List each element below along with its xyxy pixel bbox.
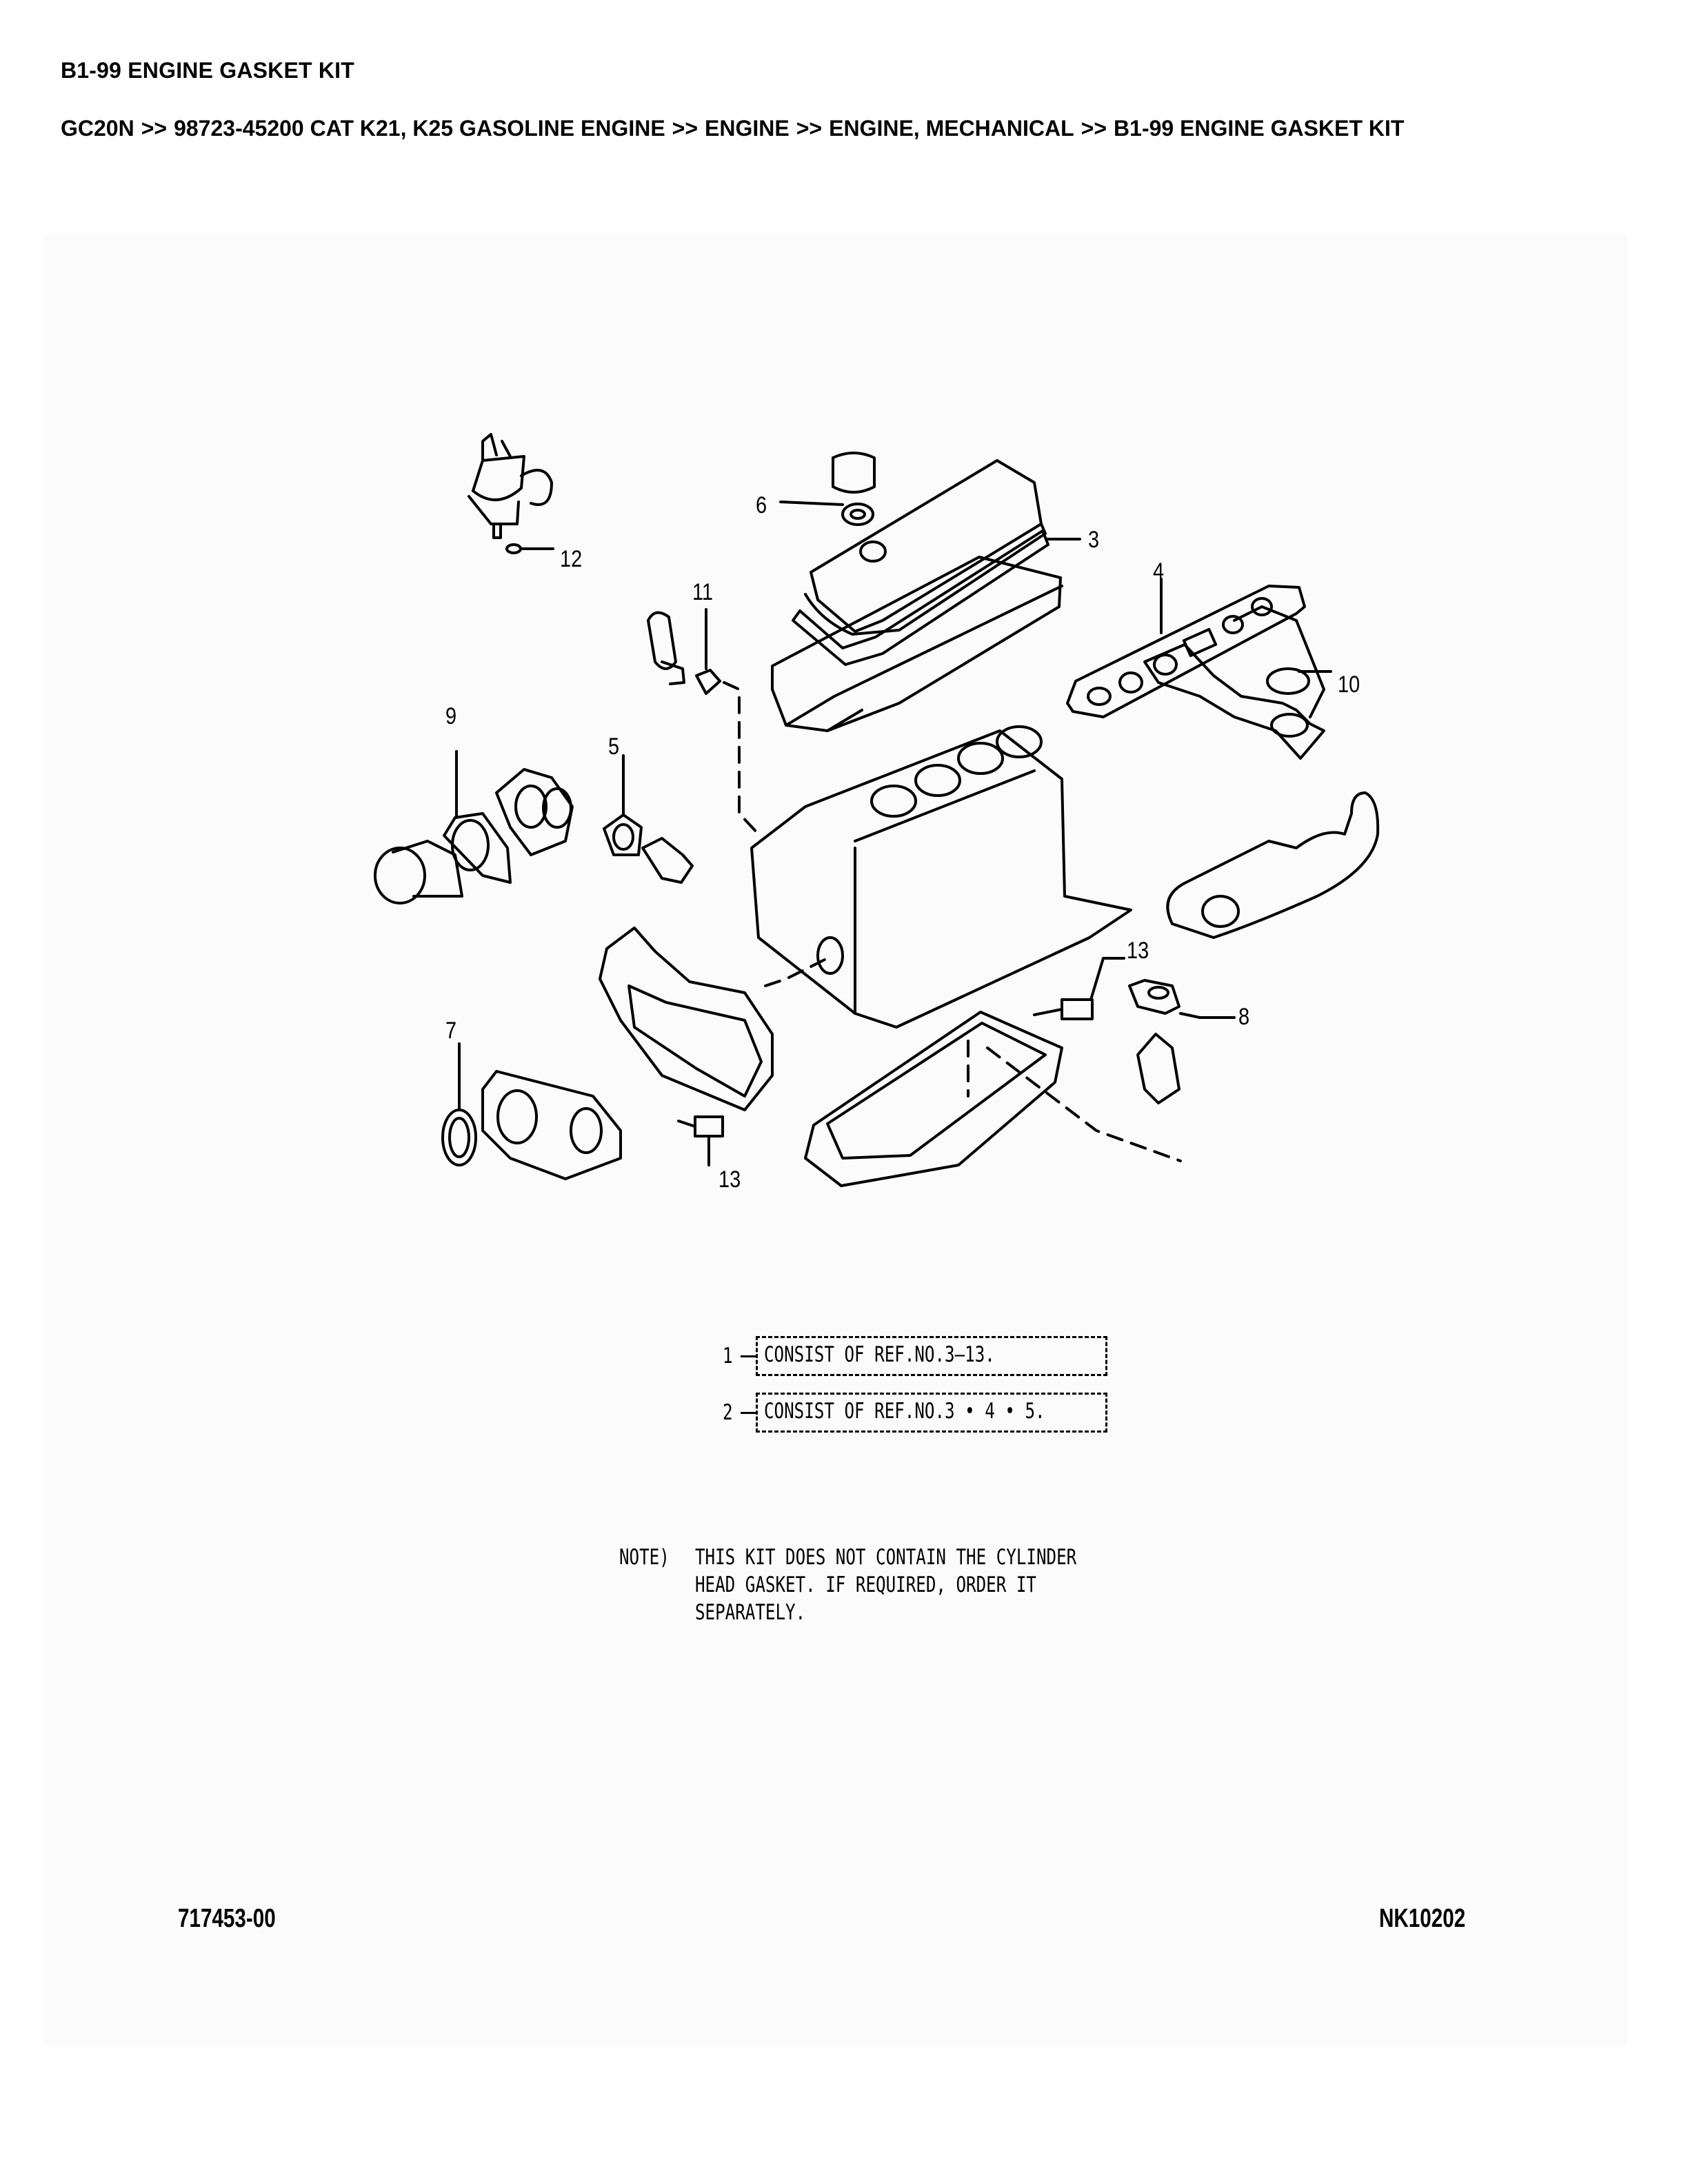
breadcrumb-separator: >> [796, 116, 823, 141]
leader-line [741, 1355, 756, 1357]
callout-ref-13[interactable]: 13 [1127, 938, 1149, 964]
breadcrumb-item-engine-mechanical[interactable]: ENGINE, MECHANICAL [829, 116, 1074, 141]
timing-cover [599, 927, 829, 1111]
exhaust-pipe [1166, 791, 1380, 939]
front-seal [441, 1042, 477, 1166]
kit-ref-2-text: CONSIST OF REF.NO.3 • 4 • 5. [764, 1399, 1045, 1424]
callout-ref-5[interactable]: 5 [608, 734, 620, 760]
kit-ref-1-text: CONSIST OF REF.NO.3—13. [764, 1342, 995, 1367]
breadcrumb-item-current: B1-99 ENGINE GASKET KIT [1114, 116, 1405, 141]
callout-ref-9[interactable]: 9 [445, 703, 457, 729]
breadcrumb-item-model[interactable]: GC20N [61, 116, 134, 141]
oil-pan [804, 1011, 1182, 1187]
note-line-3: SEPARATELY. [695, 1600, 806, 1625]
oil-pump-housing [481, 1070, 622, 1180]
callout-ref-8[interactable]: 8 [1238, 1004, 1250, 1030]
distributor-part [468, 433, 554, 554]
drawing-number: 717453-00 [178, 1904, 276, 1933]
callout-ref-12[interactable]: 12 [560, 546, 583, 572]
breadcrumb-item-engine-model[interactable]: 98723-45200 CAT K21, K25 GASOLINE ENGINE [174, 116, 665, 141]
cylinder-block [750, 725, 1132, 1029]
note-line-1: THIS KIT DOES NOT CONTAIN THE CYLINDER [695, 1545, 1077, 1570]
oil-pressure-switch [677, 957, 1125, 1166]
exhaust-manifold [1143, 605, 1332, 760]
leader-line [741, 1412, 756, 1414]
kit-definition-box [756, 1336, 1107, 1376]
note-line-2: HEAD GASKET. IF REQUIRED, ORDER IT [695, 1573, 1036, 1597]
valve-cover [792, 459, 1081, 666]
callout-ref-3[interactable]: 3 [1088, 527, 1100, 553]
callout-ref-13[interactable]: 13 [719, 1166, 741, 1193]
throttle-body [374, 750, 694, 904]
callout-ref-6[interactable]: 6 [756, 492, 767, 518]
cylinder-head [771, 556, 1063, 732]
note-label: NOTE) [619, 1545, 670, 1570]
callout-ref-10[interactable]: 10 [1338, 671, 1360, 698]
breadcrumb-separator: >> [1081, 116, 1107, 141]
kit-ref-1-label: 1 [723, 1344, 733, 1368]
sensor-part [647, 608, 760, 836]
callout-ref-11[interactable]: 11 [692, 579, 714, 605]
breadcrumb-item-engine[interactable]: ENGINE [705, 116, 790, 141]
oil-filter-gasket [1128, 979, 1236, 1104]
kit-ref-2-label: 2 [723, 1400, 733, 1425]
callout-ref-4[interactable]: 4 [1153, 558, 1165, 585]
breadcrumb-separator: >> [672, 116, 699, 141]
oil-filler-cap [779, 452, 876, 526]
kit-definition-box [756, 1393, 1107, 1433]
illustration-code: NK10202 [1379, 1904, 1466, 1933]
breadcrumb: GC20N>>98723-45200 CAT K21, K25 GASOLINE… [61, 116, 1404, 141]
page-title: B1-99 ENGINE GASKET KIT [61, 58, 355, 83]
callout-ref-7[interactable]: 7 [445, 1018, 457, 1044]
breadcrumb-separator: >> [141, 116, 168, 141]
